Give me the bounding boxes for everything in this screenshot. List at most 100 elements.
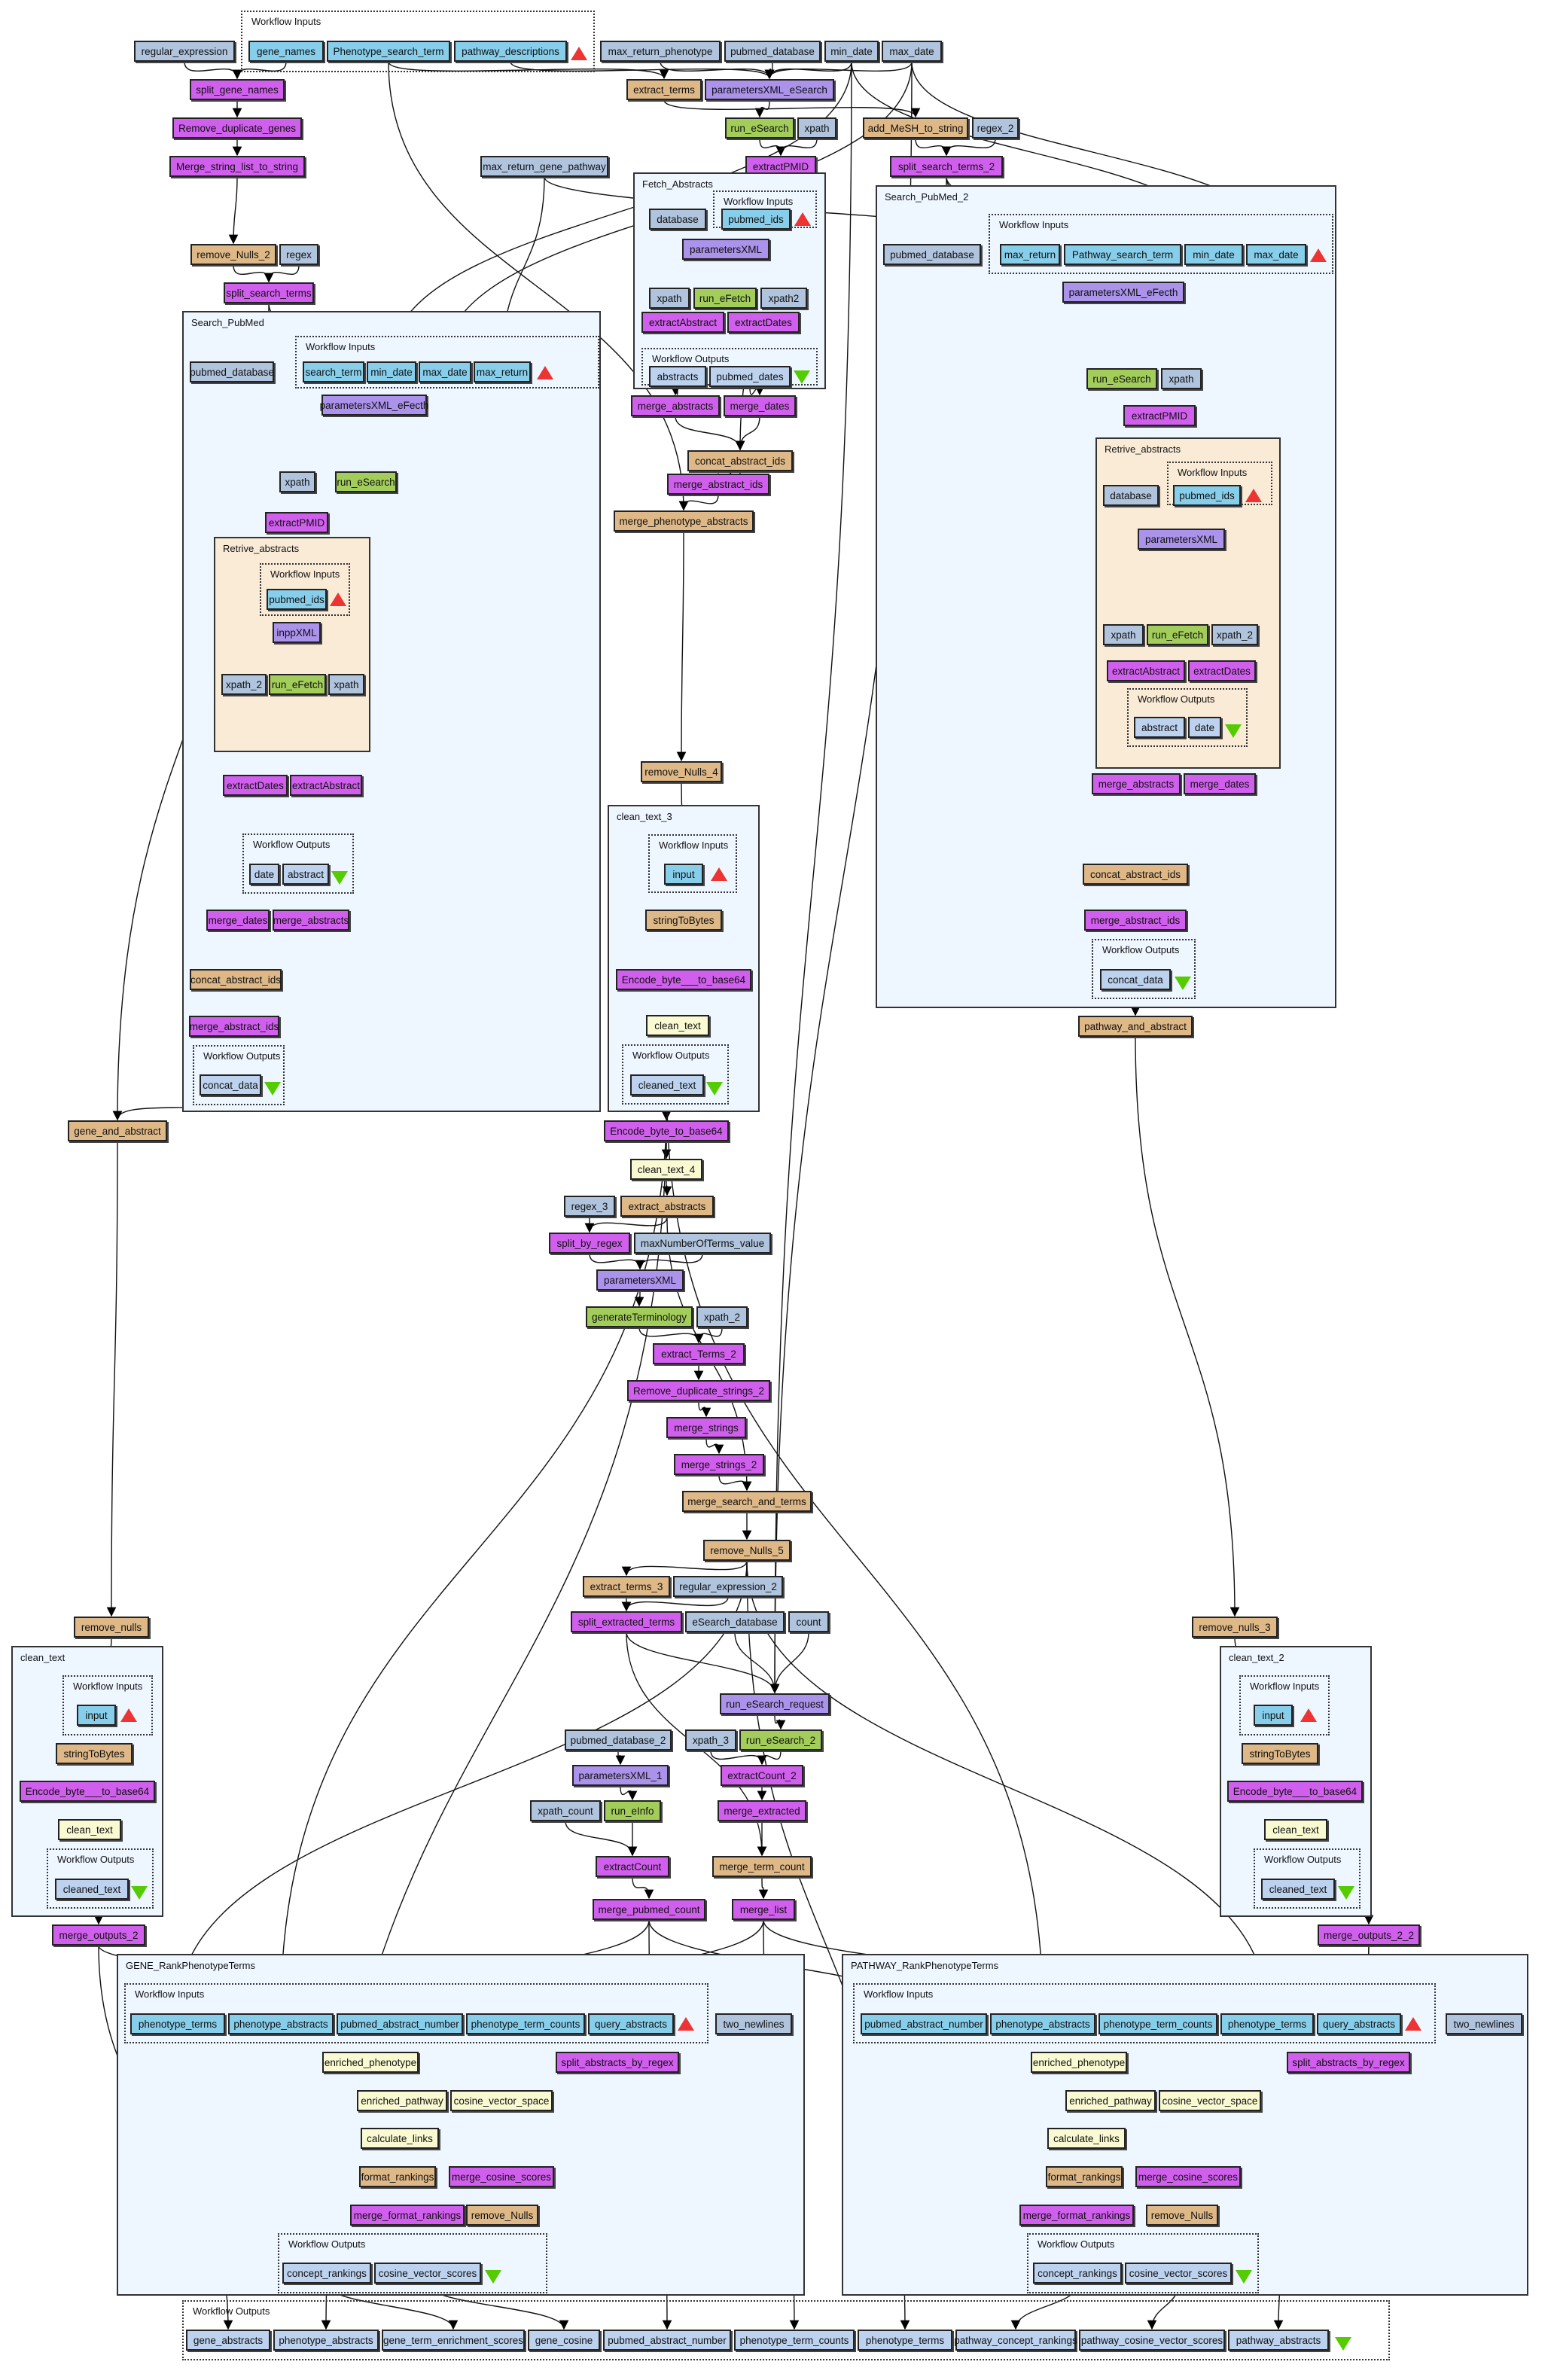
node-xpath[interactable]: xpath	[1103, 624, 1144, 645]
node-merge-abstracts[interactable]: merge_abstracts	[1092, 773, 1181, 794]
node-extractdates[interactable]: extractDates	[223, 775, 288, 796]
node-xpath2[interactable]: xpath2	[760, 288, 807, 309]
node-calculate-links[interactable]: calculate_links	[361, 2128, 439, 2149]
node-parametersxml[interactable]: parametersXML	[682, 239, 769, 260]
node-cosine-vector-space[interactable]: cosine_vector_space	[450, 2090, 553, 2111]
node-merge-dates[interactable]: merge_dates	[724, 395, 796, 416]
input-gene-names[interactable]: gene_names	[248, 41, 324, 62]
input-phenotype-term-counts[interactable]: phenotype_term_counts	[1098, 2013, 1217, 2034]
input-phenotype-search-term[interactable]: Phenotype_search_term	[327, 41, 450, 62]
output-pathway-cosine-vector-scores[interactable]: pathway_cosine_vector_scores	[1079, 2330, 1225, 2351]
node-merge-outputs-2[interactable]: merge_outputs_2	[52, 1924, 145, 1946]
node-merge-abstract-ids[interactable]: merge_abstract_ids	[189, 1016, 279, 1037]
input-min-date[interactable]: min_date	[367, 361, 416, 382]
node-concat-abstract-ids[interactable]: concat_abstract_ids	[687, 450, 793, 471]
output-pubmed-dates[interactable]: pubmed_dates	[709, 366, 791, 387]
node-merge-abstract-ids[interactable]: merge_abstract_ids	[1084, 910, 1187, 931]
node-xpath[interactable]: xpath	[797, 117, 836, 139]
input-input[interactable]: input	[77, 1705, 116, 1726]
node-pathway-and-abstract[interactable]: pathway_and_abstract	[1078, 1016, 1193, 1037]
node-extractdates[interactable]: extractDates	[1188, 660, 1256, 681]
node-max-return-phenotype[interactable]: max_return_phenotype	[600, 41, 721, 62]
node-xpath-count[interactable]: xpath_count	[530, 1800, 601, 1821]
node-merge-format-rankings[interactable]: merge_format_rankings	[1019, 2205, 1134, 2226]
node-merge-abstracts[interactable]: merge_abstracts	[273, 910, 349, 931]
node-concat-abstract-ids[interactable]: concat_abstract_ids	[190, 969, 282, 990]
output-concat-data[interactable]: concat_data	[200, 1074, 261, 1096]
node-regular-expression-2[interactable]: regular_expression_2	[673, 1576, 783, 1597]
node-split-search-terms[interactable]: split_search_terms	[224, 282, 314, 303]
node-remove-nulls-2[interactable]: remove_Nulls_2	[190, 244, 276, 265]
input-phenotype-terms[interactable]: phenotype_terms	[130, 2013, 225, 2034]
node-database[interactable]: database	[1103, 485, 1159, 506]
node-add-mesh-to-string[interactable]: add_MeSH_to_string	[863, 117, 968, 139]
node-remove-duplicate-strings-2[interactable]: Remove_duplicate_strings_2	[627, 1380, 770, 1401]
output-cleaned-text[interactable]: cleaned_text	[55, 1879, 129, 1900]
node-xpath-2[interactable]: xpath_2	[1211, 624, 1258, 645]
node-extractabstract[interactable]: extractAbstract	[1107, 660, 1185, 681]
output-phenotype-term-counts[interactable]: phenotype_term_counts	[734, 2330, 855, 2351]
output-abstracts[interactable]: abstracts	[649, 366, 706, 387]
node-maxnumberofterms-value[interactable]: maxNumberOfTerms_value	[634, 1233, 771, 1254]
node-database[interactable]: database	[649, 209, 706, 230]
node-encode-byte-to-base64[interactable]: Encode_byte___to_base64	[1227, 1781, 1363, 1802]
node-inppxml[interactable]: inppXML	[273, 622, 321, 643]
node-merge-pubmed-count[interactable]: merge_pubmed_count	[593, 1899, 705, 1920]
node-parametersxml-efecth[interactable]: parametersXML_eFecth	[320, 395, 428, 416]
node-max-date[interactable]: max_date	[882, 41, 942, 62]
node-merge-abstract-ids[interactable]: merge_abstract_ids	[667, 474, 769, 495]
node-split-by-regex[interactable]: split_by_regex	[549, 1233, 630, 1254]
output-cleaned-text[interactable]: cleaned_text	[1261, 1879, 1335, 1900]
input-phenotype-terms[interactable]: phenotype_terms	[1220, 2013, 1314, 2034]
node-remove-nulls[interactable]: remove_Nulls	[1146, 2205, 1218, 2226]
output-concept-rankings[interactable]: concept_rankings	[1033, 2263, 1122, 2284]
node-format-rankings[interactable]: format_rankings	[1046, 2166, 1123, 2187]
node-esearch-database[interactable]: eSearch_database	[685, 1611, 785, 1632]
node-regex-3[interactable]: regex_3	[564, 1196, 615, 1217]
node-calculate-links[interactable]: calculate_links	[1047, 2128, 1126, 2149]
node-encode-byte-to-base64[interactable]: Encode_byte___to_base64	[616, 969, 751, 990]
input-phenotype-abstracts[interactable]: phenotype_abstracts	[990, 2013, 1095, 2034]
input-input[interactable]: input	[1254, 1705, 1293, 1726]
output-cosine-vector-scores[interactable]: cosine_vector_scores	[374, 2263, 481, 2284]
node-clean-text[interactable]: clean_text	[1264, 1819, 1327, 1840]
input-search-term[interactable]: search_term	[303, 361, 364, 382]
node-clean-text[interactable]: clean_text	[646, 1015, 709, 1036]
node-run-esearch-request[interactable]: run_eSearch_request	[720, 1693, 830, 1714]
node-merge-cosine-scores[interactable]: merge_cosine_scores	[449, 2166, 554, 2187]
node-extractdates[interactable]: extractDates	[727, 312, 800, 333]
output-abstract[interactable]: abstract	[282, 864, 329, 885]
node-clean-text[interactable]: clean_text	[58, 1819, 121, 1840]
node-stringtobytes[interactable]: stringToBytes	[56, 1743, 133, 1764]
node-run-esearch[interactable]: run_eSearch	[1086, 368, 1157, 389]
node-pubmed-database[interactable]: pubmed_database	[190, 361, 274, 382]
node-extractabstract[interactable]: extractAbstract	[290, 775, 362, 796]
input-query-abstracts[interactable]: query_abstracts	[588, 2013, 674, 2034]
node-run-einfo[interactable]: run_eInfo	[604, 1800, 661, 1821]
node-generateterminology[interactable]: generateTerminology	[586, 1306, 693, 1327]
node-parametersxml-esearch[interactable]: parametersXML_eSearch	[705, 79, 834, 100]
output-pathway-concept-rankings[interactable]: pathway_concept_rankings	[954, 2330, 1077, 2351]
node-enriched-pathway[interactable]: enriched_pathway	[357, 2090, 447, 2111]
node-max-return-gene-pathway[interactable]: max_return_gene_pathway	[480, 156, 608, 177]
output-cleaned-text[interactable]: cleaned_text	[630, 1074, 704, 1096]
output-concept-rankings[interactable]: concept_rankings	[282, 2263, 371, 2284]
node-merge-dates[interactable]: merge_dates	[1184, 773, 1256, 794]
node-split-abstracts-by-regex[interactable]: split_abstracts_by_regex	[1287, 2052, 1410, 2073]
input-max-date[interactable]: max_date	[1246, 244, 1306, 265]
node-remove-nulls[interactable]: remove_nulls	[74, 1617, 149, 1638]
node-run-esearch[interactable]: run_eSearch	[335, 471, 397, 492]
node-merge-extracted[interactable]: merge_extracted	[718, 1800, 806, 1821]
node-merge-abstracts[interactable]: merge_abstracts	[631, 395, 720, 416]
node-pubmed-database-2[interactable]: pubmed_database_2	[565, 1729, 672, 1751]
node-extract-terms[interactable]: extract_terms	[626, 79, 702, 100]
input-pubmed-ids[interactable]: pubmed_ids	[267, 589, 327, 610]
node-encode-byte-to-base64[interactable]: Encode_byte_to_base64	[604, 1120, 729, 1141]
output-gene-cosine[interactable]: gene_cosine	[528, 2330, 600, 2351]
node-regex-2[interactable]: regex_2	[972, 117, 1019, 139]
node-merge-phenotype-abstracts[interactable]: merge_phenotype_abstracts	[614, 510, 754, 532]
node-run-esearch[interactable]: run_eSearch	[725, 117, 794, 139]
input-max-return[interactable]: max_return	[474, 361, 531, 382]
input-pubmed-ids[interactable]: pubmed_ids	[721, 209, 791, 230]
node-merge-string-list-to-string[interactable]: Merge_string_list_to_string	[169, 156, 305, 177]
